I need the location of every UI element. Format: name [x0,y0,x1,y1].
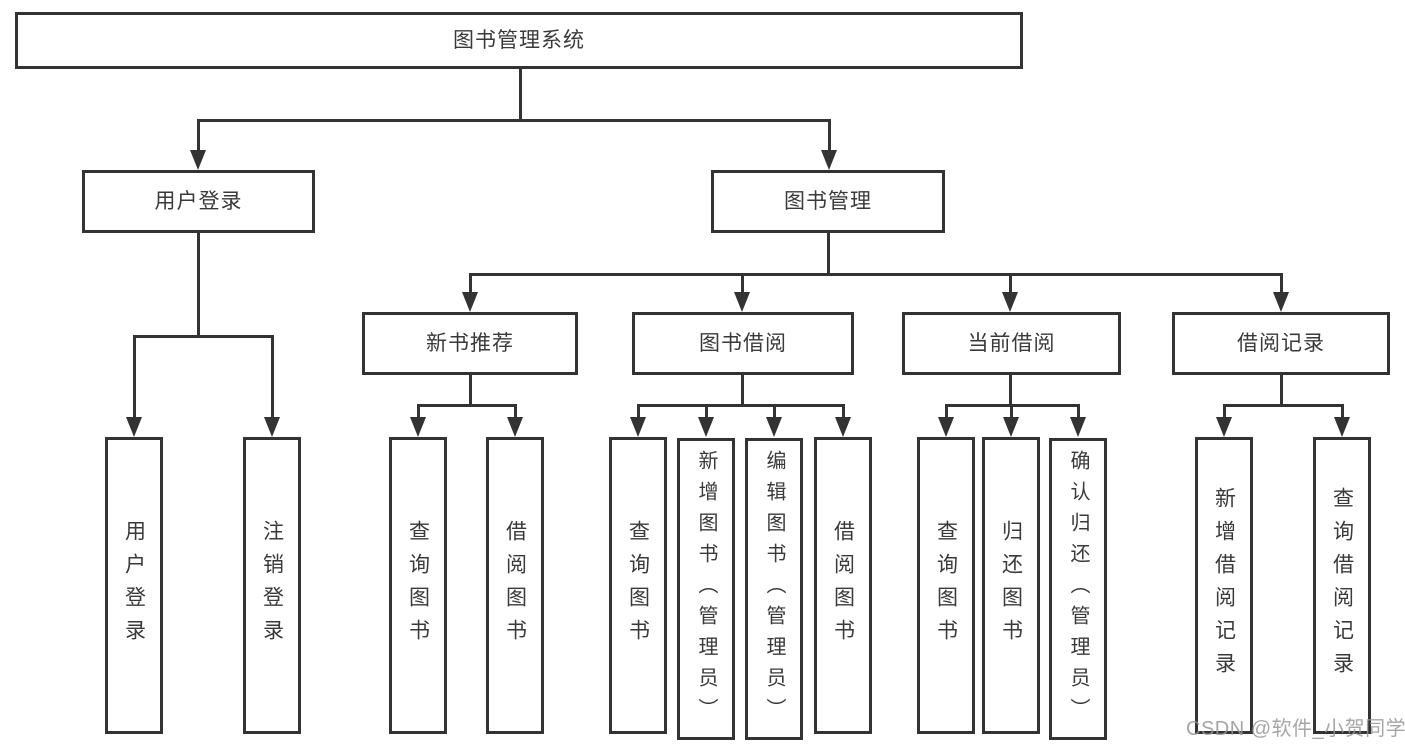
arrow-down-icon [1070,417,1086,437]
edge-drop [842,404,845,420]
arrow-down-icon [734,292,750,312]
node-book-borrowing: 图书借阅 [632,312,854,375]
arrow-down-icon [1216,417,1232,437]
edge-drop [1009,273,1012,295]
leaf-cb-return-books: 归还图书 [982,437,1040,734]
csdn-watermark: CSDN @软件_小贺同学 [1186,718,1405,740]
edge-bar [469,273,1283,276]
edge-drop [1223,404,1226,420]
edge-root-drop-left [197,119,200,152]
edge-bar [417,404,517,407]
arrow-down-icon [410,417,426,437]
edge-drop [469,273,472,295]
edge-stem [741,375,744,406]
edge-drop [1341,404,1344,420]
node-borrow-records: 借阅记录 [1172,312,1390,375]
arrow-down-icon [462,292,478,312]
edge-stem [197,233,200,335]
arrow-down-icon [1002,292,1018,312]
edge-drop [773,404,776,420]
edge-drop [133,335,136,418]
node-current-borrowing: 当前借阅 [902,312,1121,375]
leaf-cb-query-books: 查询图书 [917,437,975,734]
leaf-nb-borrow-books: 借阅图书 [486,437,544,734]
arrow-down-icon [938,417,954,437]
arrow-down-icon [1334,417,1350,437]
edge-drop [1010,404,1013,420]
edge-bar [133,335,274,338]
edge-stem [1009,375,1012,406]
node-user-login: 用户登录 [82,170,315,233]
leaf-nb-query-books: 查询图书 [389,437,447,734]
arrow-down-icon [1273,292,1289,312]
edge-stem [469,375,472,406]
leaf-br-query-record: 查询借阅记录 [1313,437,1371,734]
edge-drop [1077,404,1080,420]
edge-drop [271,335,274,418]
edge-drop [514,404,517,420]
arrow-down-icon [821,150,837,170]
edge-drop [417,404,420,420]
node-root: 图书管理系统 [15,12,1023,69]
leaf-bb-add-books-admin: 新增图书（管理员） [677,438,735,740]
arrow-down-icon [835,417,851,437]
edge-stem [1280,375,1283,406]
arrow-down-icon [766,417,782,437]
arrow-down-icon [698,417,714,437]
arrow-down-icon [264,417,280,437]
leaf-bb-edit-books-admin: 编辑图书（管理员） [745,438,803,740]
edge-bar [637,404,845,407]
node-new-book-recommend: 新书推荐 [362,312,578,375]
edge-drop [637,404,640,420]
node-book-management: 图书管理 [711,170,945,233]
edge-drop [1280,273,1283,295]
edge-drop [705,404,708,420]
edge-bar [1223,404,1344,407]
edge-root-bar [197,119,831,122]
arrow-down-icon [126,417,142,437]
arrow-down-icon [1003,417,1019,437]
edge-drop [741,273,744,295]
leaf-bb-borrow-books: 借阅图书 [814,437,872,734]
edge-drop [945,404,948,420]
edge-stem [827,233,830,273]
arrow-down-icon [190,150,206,170]
edge-root-drop-right [828,119,831,152]
arrow-down-icon [507,417,523,437]
leaf-bb-query-books: 查询图书 [609,437,667,734]
arrow-down-icon [630,417,646,437]
edge-root-stem [519,69,522,120]
leaf-br-add-record: 新增借阅记录 [1195,437,1253,734]
leaf-logout: 注销登录 [243,437,301,734]
leaf-user-login: 用户登录 [105,437,163,734]
leaf-cb-confirm-return-admin: 确认归还（管理员） [1049,438,1107,740]
